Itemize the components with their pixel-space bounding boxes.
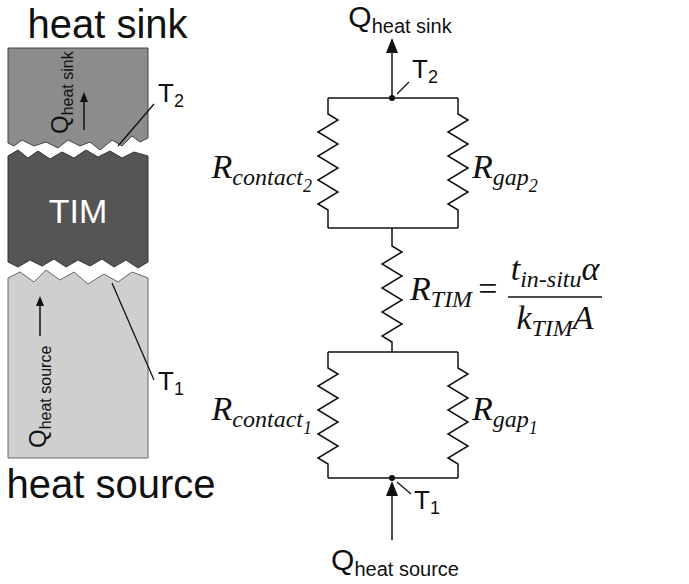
label-group: Qheat source: [26, 346, 54, 448]
heat-flow-symbol: Q: [331, 543, 354, 576]
arrowheads-and-dots: [386, 38, 398, 496]
label-group: Rgap2: [472, 150, 538, 195]
subscript: contact: [232, 164, 303, 190]
heat-flow-symbol: Q: [348, 0, 371, 33]
formula-symbol: R: [472, 390, 493, 427]
heat-flow-symbol: Q: [24, 429, 51, 448]
label-group: tin-situα: [511, 252, 600, 291]
block-label: heat sink: [27, 4, 187, 44]
block-title-box: heat source: [2, 462, 220, 506]
subscript: heat sink: [59, 51, 76, 115]
subscript: heat sink: [372, 15, 452, 37]
label-group: Rcontact1: [212, 392, 312, 437]
label-group: Qheat sink: [348, 2, 451, 36]
label-group: T1: [158, 368, 184, 398]
subscript: 2: [428, 67, 438, 87]
formula-symbol: R: [212, 148, 233, 185]
heat-flow-symbol: Q: [46, 115, 73, 134]
tim-layer-box: TIM: [8, 176, 148, 246]
temperature-symbol: T: [158, 78, 174, 108]
block-label: TIM: [49, 194, 108, 228]
formula-symbol: α: [581, 250, 599, 287]
subscript: TIM: [531, 315, 572, 341]
subscript: contact: [232, 406, 303, 432]
subscript: gap: [493, 406, 529, 432]
leader-lines: [112, 82, 411, 494]
formula-symbol: k: [516, 299, 531, 336]
label-group: Qheat source: [331, 545, 459, 579]
subscript-index: 2: [529, 176, 538, 196]
formula-symbol: t: [511, 250, 520, 287]
subscript-index: 1: [529, 418, 538, 438]
label-group: T2: [412, 56, 438, 86]
label-group: T2: [158, 80, 184, 110]
resistor-network: [318, 52, 602, 540]
formula-symbol: R: [472, 148, 493, 185]
temperature-symbol: T: [412, 54, 428, 84]
subscript: 1: [430, 498, 440, 518]
formula-symbol: R: [212, 390, 233, 427]
subscript: 2: [174, 91, 184, 111]
block-label: heat source: [6, 464, 215, 504]
temperature-symbol: T: [158, 366, 174, 396]
label-group: Rgap1: [472, 392, 538, 437]
subscript: gap: [493, 164, 529, 190]
block-title-box: heat sink: [0, 2, 215, 46]
subscript-index: 1: [303, 418, 312, 438]
label-group: Qheat sink: [48, 51, 76, 134]
equals-sign: =: [478, 270, 497, 307]
formula-symbol: R: [410, 270, 431, 307]
label-group: T1: [414, 487, 440, 517]
subscript: 1: [174, 379, 184, 399]
heat-source-block: [8, 270, 148, 458]
label-group: RTIM=: [410, 272, 497, 311]
label-group: kTIMA: [516, 301, 593, 340]
subscript: heat source: [37, 346, 54, 430]
subscript: heat source: [354, 558, 459, 580]
temperature-symbol: T: [414, 485, 430, 515]
label-group: Rcontact2: [212, 150, 312, 195]
formula-symbol: A: [573, 299, 594, 336]
subscript: in-situ: [520, 266, 581, 292]
subscript-index: 2: [303, 176, 312, 196]
tim-layer: [8, 150, 148, 268]
subscript: TIM: [431, 286, 472, 312]
